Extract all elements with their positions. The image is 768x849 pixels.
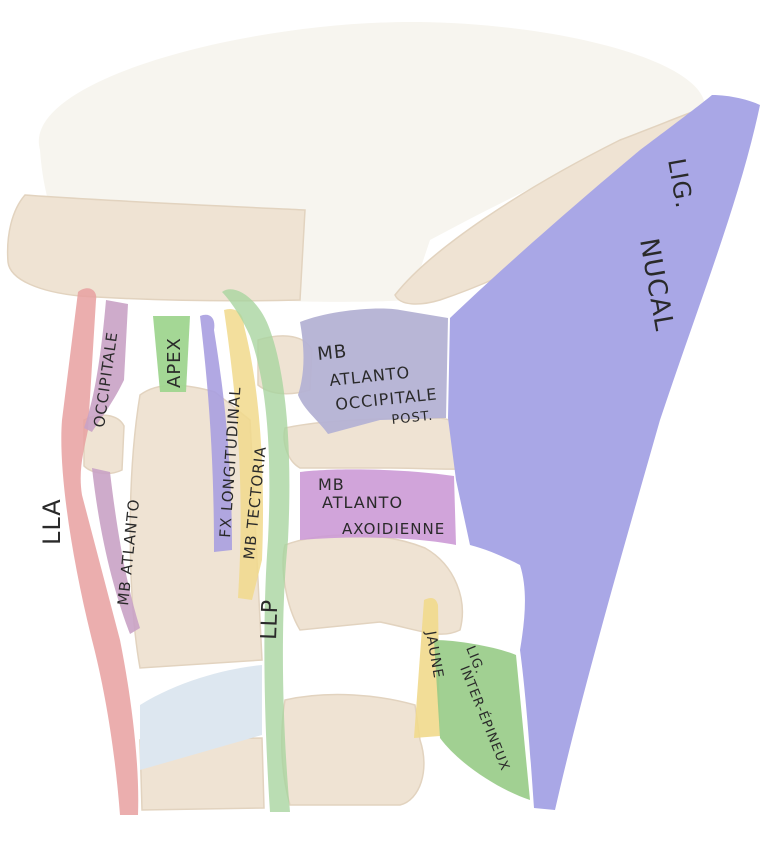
occipital-bone	[6, 194, 306, 302]
llp-label: LLP	[257, 599, 283, 641]
mb-atlanto-ant-ligament	[92, 468, 140, 634]
mb-atlanto-axoidienne	[300, 469, 456, 545]
apex-ligament	[153, 316, 190, 392]
mb-tectoria-ligament	[224, 308, 264, 600]
mb-ao-post-label-4: POST.	[391, 409, 434, 428]
llp-ligament	[222, 289, 290, 812]
lig-nucal	[448, 95, 760, 810]
lig-jaune	[414, 597, 440, 738]
fx-longitudinal-ligament	[200, 314, 232, 552]
intervertebral-disc	[140, 665, 262, 770]
mb-aa-label-1: MB	[318, 475, 345, 494]
mb-atlanto-occipitale-post	[298, 308, 448, 434]
mb-aa-label-2: ATLANTO	[322, 493, 403, 512]
lig-inter-epineux	[434, 640, 530, 800]
c3-spinous-process	[281, 693, 425, 806]
lla-label: LLA	[38, 498, 66, 545]
apex-label: APEX	[164, 337, 185, 388]
occipitale-ligament	[84, 300, 128, 432]
lla-ligament	[61, 288, 139, 815]
mb-ao-post-label-1: MB	[316, 341, 348, 365]
mb-aa-label-3: AXOIDIENNE	[342, 520, 445, 538]
